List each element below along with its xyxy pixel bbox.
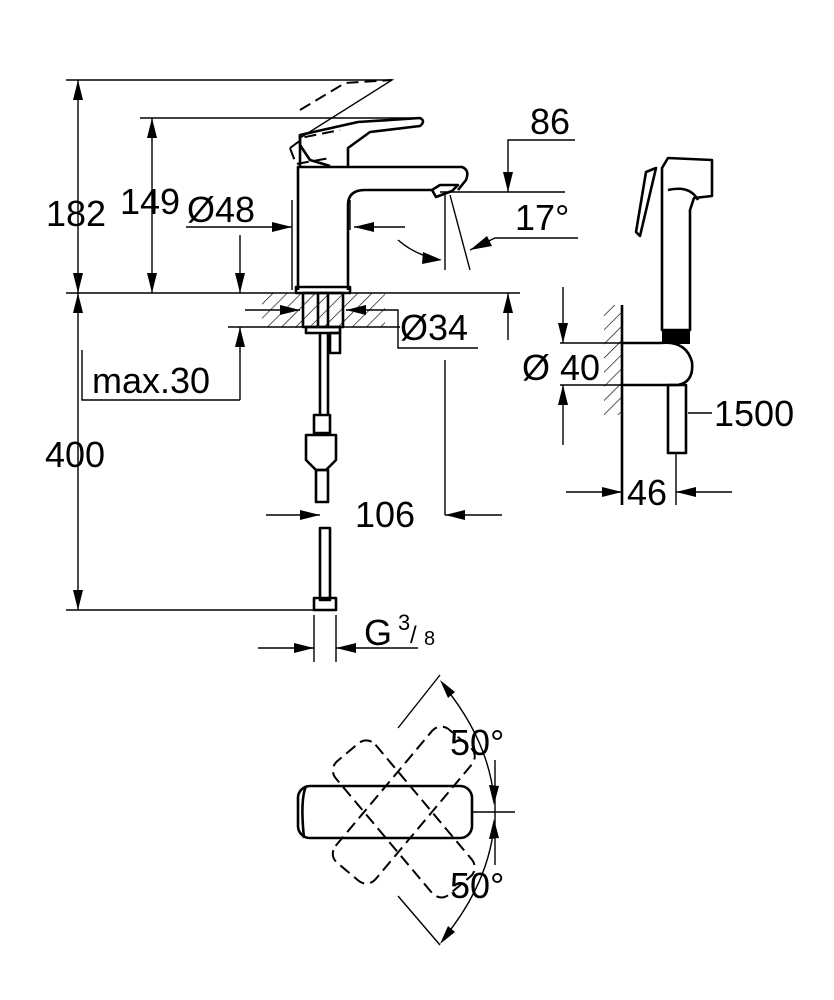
label-hole-diameter: Ø34 bbox=[400, 307, 468, 348]
label-106: 106 bbox=[355, 494, 415, 535]
label-149: 149 bbox=[120, 181, 180, 222]
label-thread-slash: / bbox=[410, 622, 417, 649]
label-thread-g: G bbox=[364, 612, 392, 653]
label-thread-numerator: 3 bbox=[398, 610, 410, 635]
dimension-labels: 182 149 Ø48 86 17° Ø34 max.30 400 106 Ø … bbox=[45, 101, 794, 906]
label-thread-denominator: 8 bbox=[424, 628, 435, 650]
label-50-deg-top: 50° bbox=[450, 722, 504, 763]
label-body-diameter: Ø48 bbox=[187, 189, 255, 230]
dimension-lines bbox=[66, 79, 578, 662]
label-holder-diameter: Ø 40 bbox=[522, 347, 600, 388]
hand-shower-view bbox=[558, 156, 732, 505]
faucet-side-view bbox=[262, 79, 469, 612]
lever-top-view bbox=[296, 674, 515, 946]
label-max-30: max.30 bbox=[92, 360, 210, 401]
label-46: 46 bbox=[627, 472, 667, 513]
label-17-deg: 17° bbox=[515, 197, 569, 238]
label-86: 86 bbox=[530, 101, 570, 142]
label-50-deg-bottom: 50° bbox=[450, 865, 504, 906]
label-182: 182 bbox=[46, 193, 106, 234]
label-400: 400 bbox=[45, 434, 105, 475]
label-1500: 1500 bbox=[714, 393, 794, 434]
